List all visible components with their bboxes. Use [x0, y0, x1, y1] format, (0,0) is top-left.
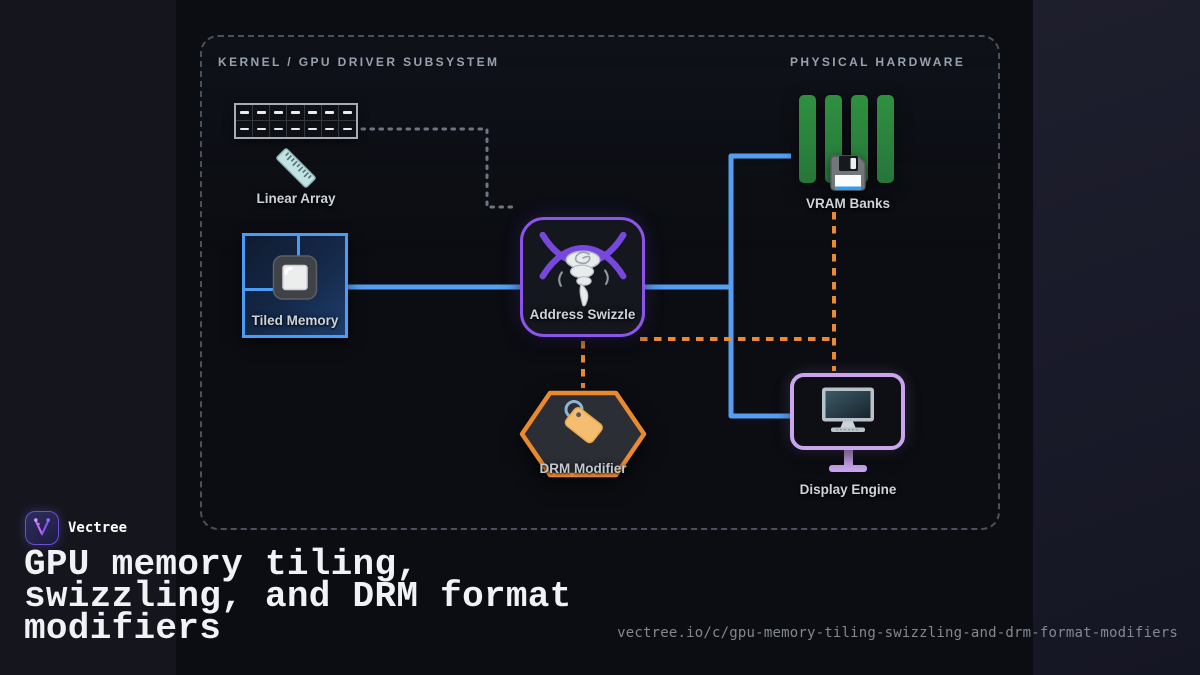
grid-cell: [236, 121, 254, 137]
grid-cell: [287, 121, 305, 137]
node-drm-modifier: [519, 390, 647, 478]
vectree-logo: [25, 511, 59, 545]
display-stand-base: [829, 465, 867, 472]
title-line: modifiers: [24, 608, 222, 649]
edge-trunk-vram-display: [728, 153, 791, 419]
tile-divider-horizontal: [245, 288, 299, 291]
grid-cell: [305, 121, 322, 137]
grid-cell: [322, 121, 339, 137]
grid-cell: [339, 121, 356, 137]
section-label-kernel: KERNEL / GPU DRIVER SUBSYSTEM: [218, 55, 500, 69]
display-engine-label: Display Engine: [799, 482, 897, 497]
vram-banks-label: VRAM Banks: [805, 196, 891, 211]
title-line: GPU memory tiling,: [24, 544, 419, 585]
grid-cell: [253, 105, 271, 121]
grid-cell: [338, 105, 356, 121]
edge-linear-to-swizzle: [360, 127, 516, 209]
grid-cell: [321, 105, 339, 121]
article-url: vectree.io/c/gpu-memory-tiling-swizzling…: [617, 625, 1178, 641]
grid-cell: [287, 105, 305, 121]
grid-cell: [270, 121, 288, 137]
grid-cell: [236, 105, 254, 121]
grid-cell: [304, 105, 322, 121]
background-right-strip: [1033, 0, 1200, 675]
linear-array-label: Linear Array: [256, 191, 336, 206]
vectree-v-icon: [34, 518, 50, 536]
floppy-disk-icon: [824, 149, 872, 197]
swizzle-cross-curve: [539, 245, 626, 280]
grid-cell: [270, 105, 288, 121]
node-display-engine: [790, 373, 905, 450]
linear-array-grid-icon: [234, 103, 358, 139]
page-title: GPU memory tiling, swizzling, and DRM fo…: [24, 544, 572, 649]
white-square-button-icon: [272, 254, 318, 305]
vram-bar: [877, 95, 894, 183]
background-left-strip: [0, 0, 176, 675]
drm-modifier-label: DRM Modifier: [539, 461, 627, 476]
display-stand-neck: [844, 449, 853, 467]
tag-icon: [557, 397, 609, 454]
section-label-hardware: PHYSICAL HARDWARE: [790, 55, 966, 69]
address-swizzle-label: Address Swizzle: [529, 307, 636, 322]
vram-bar: [799, 95, 816, 183]
brand-name: Vectree: [68, 520, 128, 536]
desktop-monitor-icon: [820, 386, 876, 437]
ruler-icon: [271, 143, 321, 193]
node-tiled-memory: Tiled Memory: [242, 233, 348, 338]
grid-cell: [253, 121, 271, 137]
node-address-swizzle: Address Swizzle: [520, 217, 645, 337]
tiled-memory-label: Tiled Memory: [251, 313, 339, 328]
tornado-icon: [535, 228, 631, 316]
title-line: swizzling, and DRM format: [24, 576, 572, 617]
